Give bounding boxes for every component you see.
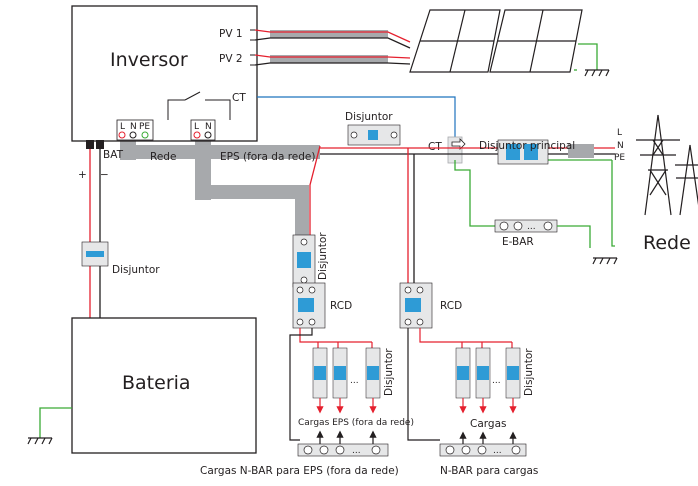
eps-nbar-arrows — [316, 430, 377, 446]
svg-text:...: ... — [527, 222, 536, 232]
loads-breaker-label: Disjuntor — [523, 348, 535, 396]
ct-sensor-label: CT — [428, 141, 442, 153]
bat-plus-terminal — [86, 140, 94, 149]
internal-switch — [167, 91, 231, 120]
ct-port-label: CT — [232, 92, 246, 104]
svg-text:PE: PE — [139, 122, 150, 132]
pv-cables — [250, 29, 411, 66]
svg-text:N: N — [130, 122, 137, 132]
eps-branch-breaker-label: Disjuntor — [317, 232, 329, 280]
eps-loads-wiring — [289, 328, 373, 441]
grid-breaker — [347, 124, 401, 146]
plus-sign: + — [78, 169, 87, 181]
svg-text:...: ... — [352, 446, 361, 456]
loads-nbar-label: N-BAR para cargas — [440, 465, 538, 477]
grid-port-label: Rede — [150, 151, 176, 163]
bat-minus-terminal — [96, 140, 104, 149]
grid-tower-icon — [636, 114, 698, 216]
line-l-label: L — [617, 128, 622, 138]
main-breaker — [497, 139, 549, 165]
grid-line-wires — [320, 147, 615, 247]
ebar-wire — [454, 160, 500, 227]
svg-text:...: ... — [350, 376, 359, 386]
pv1-label: PV 1 — [219, 28, 243, 40]
eps-load-breakers: ... — [312, 347, 381, 399]
battery-breaker — [81, 241, 109, 267]
grid-terminal-block: L N PE — [116, 119, 154, 141]
grid-cable-sheath — [568, 144, 594, 158]
grid-breaker-label: Disjuntor — [345, 111, 393, 123]
ct-signal-wire — [257, 96, 456, 137]
load-breakers: ... — [455, 347, 521, 399]
grid-earth-symbol — [592, 257, 618, 265]
loads-wiring — [407, 328, 513, 441]
grid-label: Rede — [643, 232, 691, 254]
svg-text:L: L — [120, 122, 125, 132]
inverter-label: Inversor — [110, 49, 188, 71]
loads-nbar: ... — [439, 443, 527, 457]
load-arrows — [459, 398, 517, 414]
rcd-loads-label: RCD — [440, 300, 462, 312]
ebar: ... — [494, 219, 558, 233]
svg-text:N: N — [205, 122, 212, 132]
battery-label: Bateria — [122, 372, 191, 394]
minus-sign: − — [100, 169, 109, 181]
svg-text:...: ... — [492, 376, 501, 386]
inverter: Inversor PV 1 PV 2 CT L N PE L N Rede — [71, 5, 315, 163]
battery: Bateria — [27, 317, 257, 454]
eps-nbar-label: Cargas N-BAR para EPS (fora da rede) — [200, 465, 399, 477]
rcd-loads — [399, 282, 433, 329]
eps-nbar: ... — [297, 443, 389, 457]
bat-port-label: BAT — [103, 149, 124, 161]
line-pe-label: PE — [614, 153, 625, 163]
eps-load-arrows — [316, 398, 377, 414]
battery-breaker-label: Disjuntor — [112, 264, 160, 276]
eps-port-label: EPS (fora da rede) — [220, 151, 315, 163]
eps-loads-label: Cargas EPS (fora da rede) — [298, 418, 414, 428]
eps-loads-breaker-label: Disjuntor — [383, 348, 395, 396]
eps-branch-breaker — [292, 234, 316, 288]
ct-sensor — [447, 136, 466, 164]
line-n-label: N — [617, 141, 624, 151]
svg-text:...: ... — [493, 446, 502, 456]
pv-ground — [574, 43, 610, 77]
eps-terminal-block: L N — [190, 119, 216, 141]
main-breaker-label: Disjuntor principal — [479, 140, 575, 152]
loads-label: Cargas — [470, 418, 506, 430]
pv-panels — [409, 9, 583, 73]
eps-bus — [120, 140, 320, 245]
battery-wires — [89, 149, 101, 318]
loads-branch-wires — [407, 148, 415, 283]
pv2-label: PV 2 — [219, 53, 243, 65]
rcd-eps-label: RCD — [330, 300, 352, 312]
svg-text:L: L — [194, 122, 199, 132]
rcd-eps — [292, 282, 326, 329]
ebar-label: E-BAR — [502, 236, 534, 248]
